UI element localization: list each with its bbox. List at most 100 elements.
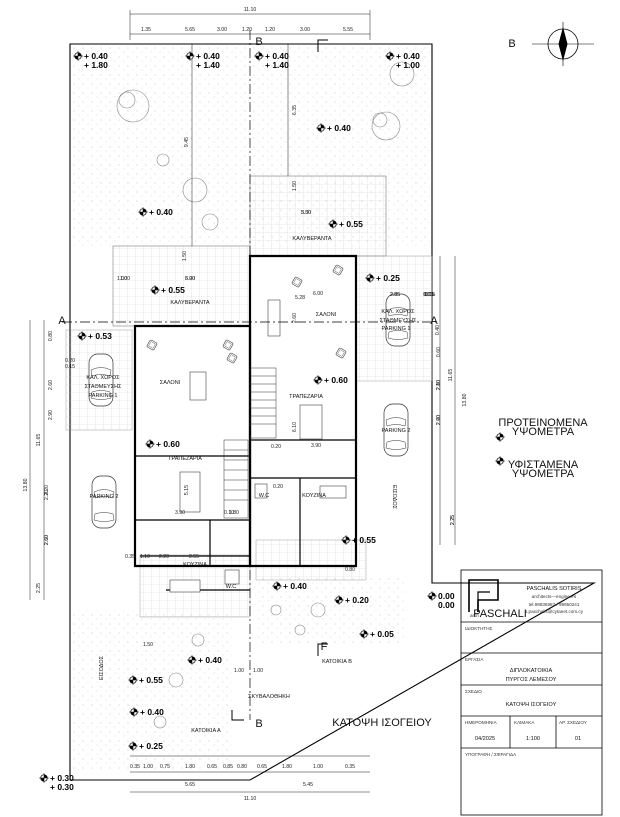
- section-mark-a: A: [430, 315, 438, 327]
- dim-interior: 1.00: [234, 668, 244, 674]
- sign-label: ΥΠΟΓΡΑΦΗ / ΣΦΡΑΓΙΔΑ: [465, 752, 517, 757]
- dim-right: 2.10: [436, 380, 442, 390]
- dim-bottom: 0.35: [130, 764, 140, 770]
- level-value: + 0.40: [149, 207, 173, 217]
- dim-interior: 2.85: [390, 292, 400, 298]
- level-value: + 0.05: [370, 629, 394, 639]
- level-value: + 0.40: [84, 51, 108, 61]
- dim-top-total: 11.10: [244, 7, 257, 13]
- room-label-plan-title: ΚΑΤΟΨΗ ΙΣΟΓΕΙΟΥ: [332, 717, 432, 729]
- dim-left: 2.60: [44, 535, 50, 545]
- date-value: 04/2025: [475, 736, 495, 742]
- room-label-wc-r: W.C: [259, 493, 269, 499]
- level-value: + 0.20: [345, 595, 369, 605]
- level-marker-icon: [312, 374, 324, 386]
- dim-right: 0.40: [435, 325, 441, 335]
- level-value: + 0.40: [140, 707, 164, 717]
- dim-interior: 2.55: [189, 554, 199, 560]
- dim-top: 1.35: [141, 27, 151, 33]
- firm-sub: architects—engineers: [532, 594, 577, 599]
- level-value: + 0.53: [88, 331, 112, 341]
- dim-bottom: 0.80: [237, 764, 247, 770]
- north-label: B: [508, 38, 515, 50]
- dim-bottom: 0.65: [207, 764, 217, 770]
- dim-bottom: 0.85: [223, 764, 233, 770]
- room-label-wc-l: W.C: [226, 584, 236, 590]
- firm-phone: tel.99836987 / 99850241: [529, 602, 580, 607]
- dim-bottom-total: 11.10: [244, 796, 257, 802]
- dim-right: 11.65: [448, 369, 454, 382]
- sheet-value: 01: [575, 736, 581, 742]
- dim-bottom-mid: 5.65: [185, 782, 195, 788]
- room-label-eisodos-l: ΕΙΣΟΔΟΣ: [99, 655, 105, 680]
- room-label-parking1-l-label: ΚΑΛ. ΧΩΡΟΣ: [86, 375, 120, 381]
- legend-proposed-levels: ΠΡΟΤΕΙΝΟΜΕΝΑ: [498, 417, 588, 429]
- dim-left: 2.20: [44, 490, 50, 500]
- dim-bottom: 1.80: [282, 764, 292, 770]
- level-marker-icon: [38, 772, 50, 784]
- dim-interior: 0.15: [424, 292, 434, 298]
- dim-top: 1.20: [242, 27, 252, 33]
- level-value: + 0.30: [50, 773, 74, 783]
- dim-left: 0.15: [65, 364, 75, 370]
- logo-text: PASCHALI: [473, 608, 527, 620]
- dim-interior: 3.90: [185, 276, 195, 282]
- dim-interior: 0.20: [271, 444, 281, 450]
- dim-interior: 0.15: [425, 292, 435, 298]
- dim-interior: 1.00: [117, 276, 127, 282]
- dim-bottom: 0.35: [345, 764, 355, 770]
- date-label: ΗΜΕΡΟΜΗΝΙΑ: [465, 720, 498, 725]
- room-label-parking1-r-label: ΣΤΑΘΜΕΥΣΗΣ: [380, 318, 417, 324]
- dim-interior: 2.60: [292, 313, 298, 323]
- project-name: ΠΥΡΓΟΣ ΛΕΜΕΣΟΥ: [506, 677, 557, 683]
- legend-existing-levels: ΥΦΙΣΤΑΜΕΝΑ: [508, 459, 579, 471]
- dim-bottom: 0.75: [160, 764, 170, 770]
- dim-interior: 2.85: [390, 292, 400, 298]
- room-label-kalv-left: ΚΑΛΥΒΕΡΑΝΤΑ: [170, 300, 209, 306]
- dim-interior: 6.00: [313, 291, 323, 297]
- room-label-trapezaria-l: ΤΡΑΠΕΖΑΡΙΑ: [168, 456, 202, 462]
- level-value: + 0.30: [50, 782, 74, 792]
- sheet-label: ΑΡ. ΣΧΕΔΙΟΥ: [559, 720, 587, 725]
- dim-interior: 1.00: [120, 276, 130, 282]
- dim-interior: 5.30: [301, 210, 311, 216]
- room-label-parking1-l: PARKING 1: [89, 393, 118, 399]
- dim-left: 2.90: [48, 410, 54, 420]
- dim-left: 13.80: [23, 478, 29, 491]
- room-label-katoikia-a: ΚΑΤΟΙΚΙΑ Α: [191, 728, 221, 734]
- level-value: + 0.40: [327, 123, 351, 133]
- legend-existing-levels: ΥΨΟΜΕΤΡΑ: [512, 468, 575, 480]
- dim-interior: 2.60: [436, 415, 442, 425]
- section-mark-b: B: [255, 36, 262, 48]
- dim-interior: 1.10: [140, 554, 150, 560]
- level-value: + 0.40: [283, 581, 307, 591]
- level-value: + 0.40: [265, 51, 289, 61]
- level-value: + 0.40: [396, 51, 420, 61]
- dim-interior: 1.00: [253, 668, 263, 674]
- level-value: + 0.55: [352, 535, 376, 545]
- dim-bottom: 1.80: [185, 764, 195, 770]
- dim-left: 11.65: [36, 434, 42, 447]
- firm-email: s.paschalis@cytanet.com.cy: [525, 609, 584, 614]
- level-value: + 0.40: [198, 655, 222, 665]
- room-label-parking1-r: PARKING 1: [382, 326, 411, 332]
- scale-label: ΚΛΙΜΑΚΑ: [514, 720, 535, 725]
- dim-interior: 1.50: [292, 181, 298, 191]
- owner-label: ΙΔΙΟΚΤΗΤΗΣ: [465, 626, 493, 631]
- level-value: + 1.40: [196, 60, 220, 70]
- dim-interior: 3.90: [175, 510, 185, 516]
- level-value: + 0.55: [139, 675, 163, 685]
- dim-interior: 5.15: [184, 485, 190, 495]
- room-label-saloni-l: ΣΑΛΟΝΙ: [160, 380, 181, 386]
- dim-top: 5.55: [343, 27, 353, 33]
- dim-interior: 3.90: [311, 443, 321, 449]
- legend-proposed-levels: ΥΨΟΜΕΤΡΑ: [512, 426, 575, 438]
- level-value: + 0.60: [324, 375, 348, 385]
- dim-top: 3.00: [300, 27, 310, 33]
- dim-interior: 5.28: [295, 295, 305, 301]
- room-label-kouzina-l: ΚΟΥΖΙΝΑ: [183, 562, 207, 568]
- level-value: 0.00: [438, 600, 455, 610]
- dim-interior: 2.80: [436, 380, 442, 390]
- dim-bottom: 1.00: [313, 764, 323, 770]
